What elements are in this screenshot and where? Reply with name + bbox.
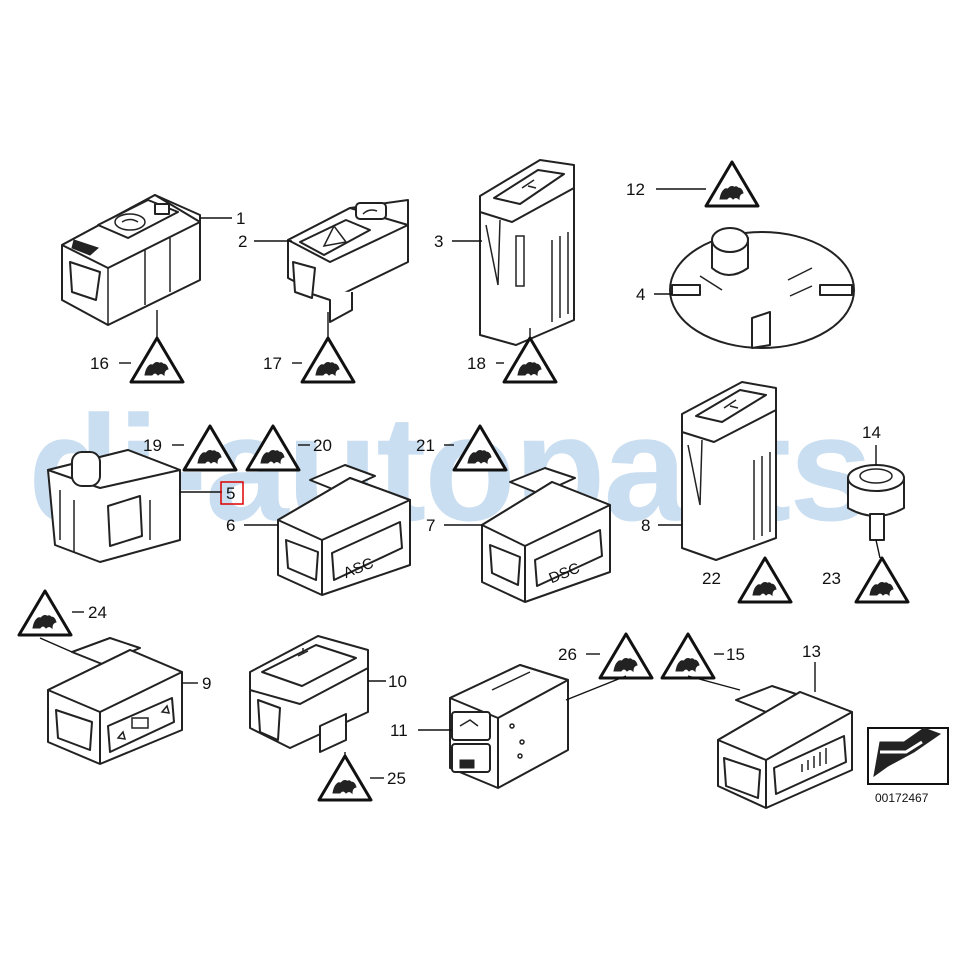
part-14-round-switch [847,464,905,541]
label-20: 20 [313,436,332,455]
part-8-tall-switch [681,381,777,561]
part-7-dsc-switch: DSC [481,467,611,603]
direction-icon [867,727,949,785]
part-13-rocker-switch [717,685,853,809]
part-10-switch [249,635,369,753]
label-21: 21 [416,436,435,455]
up-down-arrow-icon [116,704,171,740]
label-5: 5 [226,484,235,503]
label-9: 9 [202,674,211,693]
label-16: 16 [90,354,109,373]
part-2-hazard-switch [287,199,409,323]
label-12: 12 [626,180,645,199]
label-6: 6 [226,516,235,535]
warning-triangle-icon-26 [598,632,654,680]
label-22: 22 [702,569,721,588]
label-2: 2 [238,232,247,251]
part-3-tall-switch [479,159,575,346]
leader-lines [39,188,881,779]
warning-triangle-icon-22 [737,556,793,604]
warning-triangle-icon-23 [854,556,910,604]
label-8: 8 [641,516,650,535]
part-number-labels: 1 2 3 4 12 16 17 18 19 20 21 14 5 6 7 8 … [88,180,881,788]
label-19: 19 [143,436,162,455]
heated-seat-icon [521,179,537,189]
label-17: 17 [263,354,282,373]
label-3: 3 [434,232,443,251]
part-11-double-switch [449,664,569,789]
label-23: 23 [822,569,841,588]
part-1-switch [61,194,201,326]
label-14: 14 [862,423,881,442]
diagram-number: 00172467 [875,791,929,805]
seat-symbol-icon [362,209,378,215]
label-15: 15 [726,645,745,664]
part-9-rocker-switch [47,637,183,765]
warning-triangle-icon-17 [300,336,356,384]
part-4-round-mount [669,227,855,349]
label-24: 24 [88,603,107,622]
part-5-push-button [47,449,181,563]
level-bars-icon [801,748,827,772]
warning-triangle-icon-24 [17,589,73,637]
label-1: 1 [236,209,245,228]
highlight-box-5 [220,481,244,505]
part-6-asc-switch: ASC [277,464,411,596]
label-26: 26 [558,645,577,664]
label-11: 11 [390,721,408,740]
warning-triangle-icon-25 [317,754,373,802]
label-4: 4 [636,285,645,304]
warning-triangle-icon-16 [129,336,185,384]
warning-triangle-icon-15 [660,632,716,680]
warning-triangle-icon-12 [704,160,760,208]
label-7: 7 [426,516,435,535]
label-18: 18 [467,354,486,373]
label-25: 25 [387,769,406,788]
label-13: 13 [802,642,821,661]
hazard-triangle-icon [322,224,348,248]
label-10: 10 [388,672,407,691]
